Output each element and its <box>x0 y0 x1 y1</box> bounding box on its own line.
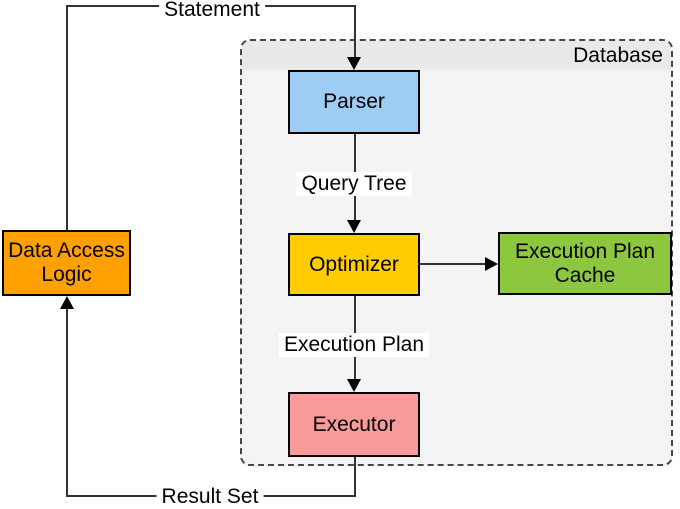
node-data-access-logic: Data Access Logic <box>2 230 131 296</box>
statement-edge-segment-right <box>354 6 356 58</box>
execution-plan-arrowhead-icon <box>347 379 361 392</box>
result-set-edge-segment-left <box>66 308 68 496</box>
statement-edge-label: Statement <box>159 0 265 22</box>
node-parser-label: Parser <box>323 90 385 113</box>
optimizer-to-cache-arrowhead-icon <box>485 257 498 271</box>
result-set-arrowhead-icon <box>60 296 74 309</box>
optimizer-to-cache-edge-segment <box>420 263 487 265</box>
execution-plan-edge-label: Execution Plan <box>278 333 430 357</box>
node-optimizer-label: Optimizer <box>309 252 399 276</box>
result-set-edge-label: Result Set <box>156 485 264 509</box>
result-set-edge-segment-right <box>354 457 356 497</box>
query-tree-arrowhead-icon <box>347 220 361 233</box>
node-executor: Executor <box>288 392 420 457</box>
node-execution-plan-cache: Execution Plan Cache <box>498 232 672 295</box>
node-parser: Parser <box>288 70 420 134</box>
statement-edge-segment-left <box>66 5 68 230</box>
node-execution-plan-cache-label-line2: Cache <box>554 263 616 287</box>
node-data-access-logic-label-line2: Logic <box>41 263 92 286</box>
node-execution-plan-cache-label-line1: Execution Plan <box>514 239 656 263</box>
node-executor-label: Executor <box>312 412 396 436</box>
statement-arrowhead-icon <box>347 57 361 70</box>
node-data-access-logic-label-line1: Data Access <box>8 239 125 262</box>
node-optimizer: Optimizer <box>288 233 420 296</box>
query-tree-edge-label: Query Tree <box>296 172 412 196</box>
database-label: Database <box>573 43 663 67</box>
database-container-header: Database <box>242 41 671 70</box>
